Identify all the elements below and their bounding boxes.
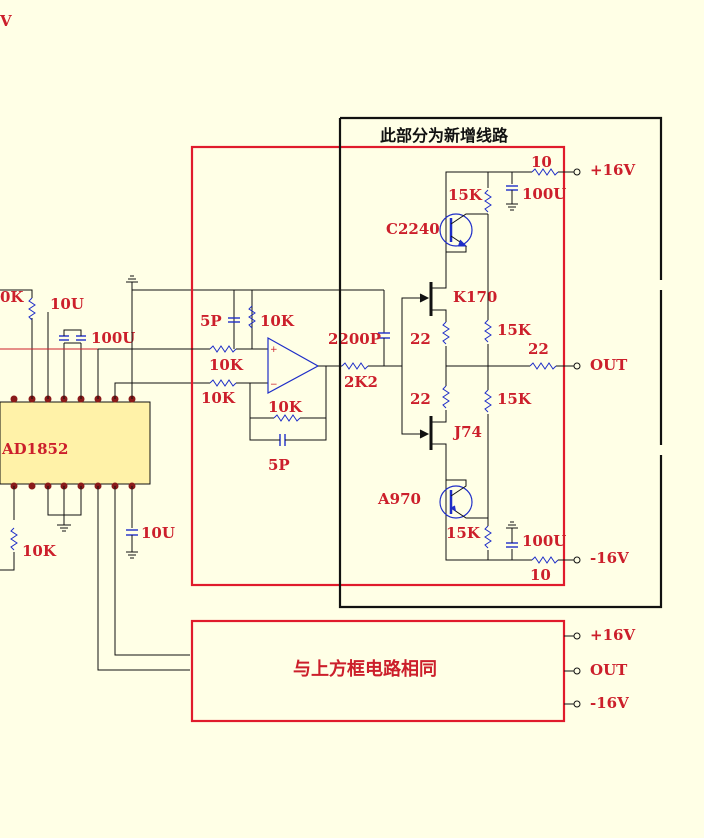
dac-top-pins xyxy=(10,395,136,403)
label-neg16v-top: -16V xyxy=(590,549,629,567)
dac-ic-body xyxy=(0,401,151,485)
label-10k-left: 0K xyxy=(0,288,24,306)
label-k170: K170 xyxy=(453,288,497,306)
label-15k-bottom: 15K xyxy=(446,524,481,542)
label-neg16v-bottom: -16V xyxy=(590,694,629,712)
resistor-10-top xyxy=(531,168,559,176)
ground-top-left xyxy=(126,275,138,290)
resistor-10k-bottom xyxy=(10,527,18,551)
new-circuit-frame xyxy=(338,118,663,609)
label-22-out: 22 xyxy=(528,340,549,358)
label-10k-input-2: 10K xyxy=(201,389,236,407)
resistor-2k2 xyxy=(341,362,369,370)
label-10k-bottom: 10K xyxy=(22,542,57,560)
jfet-j74 xyxy=(429,416,512,561)
label-j74: J74 xyxy=(452,423,482,441)
transistor-c2240 xyxy=(439,213,488,253)
label-a970: A970 xyxy=(377,490,421,508)
label-22-gate-bottom: 22 xyxy=(410,390,431,408)
new-circuit-title: 此部分为新增线路 xyxy=(380,126,509,145)
label-10-bottom: 10 xyxy=(530,566,551,584)
resistor-22-bottom xyxy=(442,385,450,409)
label-out-top: OUT xyxy=(590,356,628,374)
resistor-10k-feedback xyxy=(273,414,301,422)
label-top-v: V xyxy=(0,12,12,30)
label-10u-top: 10U xyxy=(50,295,84,313)
resistor-15k-mid-bottom xyxy=(484,389,492,413)
label-2200p: 2200P xyxy=(328,330,381,348)
dac-section: AD1852 0K xyxy=(0,12,384,671)
resistor-15k-bottom xyxy=(484,525,492,549)
resistor-22-top xyxy=(442,321,450,345)
label-5p-top: 5P xyxy=(200,312,222,330)
label-100u-bottom: 100U xyxy=(522,532,566,550)
label-5p-bottom: 5P xyxy=(268,456,290,474)
label-pos16v-top: +16V xyxy=(590,161,635,179)
transistor-a970 xyxy=(439,479,488,519)
resistor-15k-mid-top xyxy=(484,319,492,343)
opamp-symbol xyxy=(267,336,320,395)
label-15k-mid-top: 15K xyxy=(497,321,532,339)
resistor-10k-left xyxy=(28,297,36,321)
label-10-top: 10 xyxy=(531,153,552,171)
label-100u-left: 100U xyxy=(91,329,135,347)
duplicate-channel-block: 与上方框电路相同 +16V OUT -16V xyxy=(190,619,635,723)
label-pos16v-bottom: +16V xyxy=(590,626,635,644)
label-15k-mid-bottom: 15K xyxy=(497,390,532,408)
resistor-22-out xyxy=(529,362,557,370)
jfet-k170 xyxy=(429,171,512,322)
label-10k-feedback: 10K xyxy=(268,398,303,416)
label-2k2: 2K2 xyxy=(344,373,378,391)
label-10k-input-1: 10K xyxy=(209,356,244,374)
label-15k-top: 15K xyxy=(448,186,483,204)
label-same-circuit: 与上方框电路相同 xyxy=(293,658,437,680)
new-output-stage: 此部分为新增线路 K170 22 22 J74 xyxy=(338,116,663,609)
label-c2240: C2240 xyxy=(386,220,440,238)
svg-text:−: − xyxy=(270,380,278,390)
resistor-10k-input-2 xyxy=(209,379,237,387)
label-100u-top: 100U xyxy=(522,185,566,203)
resistor-10k-input-1 xyxy=(209,345,237,353)
dac-ic-label: AD1852 xyxy=(1,440,68,458)
label-10k-feedback-top: 10K xyxy=(260,312,295,330)
label-10u-bottom: 10U xyxy=(141,524,175,542)
new-circuit-frame-top xyxy=(340,116,663,280)
svg-text:+: + xyxy=(270,345,278,355)
ground-bottom-left xyxy=(57,524,71,532)
resistor-10k-feedback-top xyxy=(248,305,256,329)
resistor-10-bottom xyxy=(531,556,559,564)
label-22-gate-top: 22 xyxy=(410,330,431,348)
label-out-bottom: OUT xyxy=(590,661,628,679)
resistor-15k-top xyxy=(484,189,492,213)
